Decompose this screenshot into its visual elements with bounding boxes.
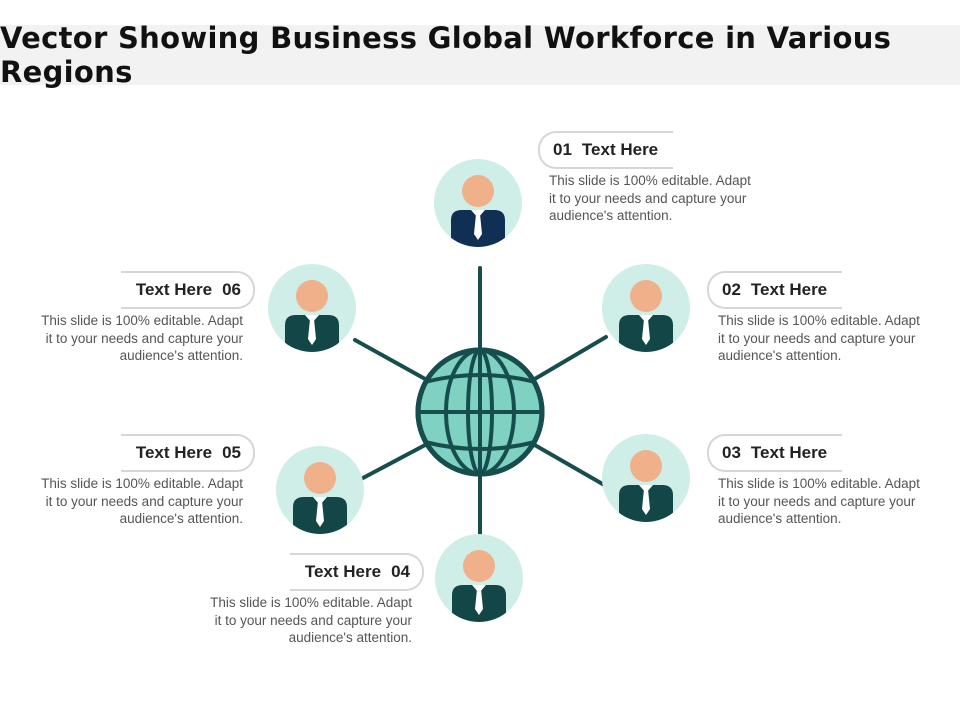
item-04-label: Text Here 04: [290, 553, 424, 591]
connector-05: [361, 442, 429, 480]
item-04-title: Text Here: [304, 562, 382, 581]
item-03-description: This slide is 100% editable. Adapt it to…: [718, 476, 920, 526]
item-05-title: Text Here: [135, 443, 213, 462]
avatar-05: [276, 446, 364, 534]
item-06-title: Text Here: [135, 280, 213, 299]
connector-02: [531, 335, 608, 382]
item-02-title: Text Here: [750, 280, 828, 299]
globe-icon: [415, 347, 545, 477]
connectors: [353, 266, 608, 539]
item-04-description: This slide is 100% editable. Adapt it to…: [210, 595, 412, 645]
item-02-label: 02 Text Here: [707, 271, 842, 309]
item-01-number: 01: [553, 140, 572, 159]
page-title: Vector Showing Business Global Workforce…: [0, 21, 892, 89]
avatar-06: [268, 264, 356, 352]
item-05-number: 05: [222, 443, 241, 462]
item-02-number: 02: [722, 280, 741, 299]
item-03-title: Text Here: [750, 443, 828, 462]
item-01-label: 01 Text Here: [538, 131, 673, 169]
item-05-label: Text Here 05: [121, 434, 255, 472]
item-03-number: 03: [722, 443, 741, 462]
item-01-title: Text Here: [581, 140, 659, 159]
item-06-description: This slide is 100% editable. Adapt it to…: [41, 313, 243, 363]
avatar-03: [602, 434, 690, 522]
item-06-label: Text Here 06: [121, 271, 255, 309]
item-02-description: This slide is 100% editable. Adapt it to…: [718, 313, 920, 363]
item-01-description: This slide is 100% editable. Adapt it to…: [549, 173, 751, 223]
avatar-01: [434, 159, 522, 247]
item-06-number: 06: [222, 280, 241, 299]
title-bar: Vector Showing Business Global Workforce…: [0, 21, 960, 89]
avatar-02: [602, 264, 690, 352]
item-03-label: 03 Text Here: [707, 434, 842, 472]
avatar-04: [435, 534, 523, 622]
item-04-number: 04: [391, 562, 410, 581]
connector-06: [353, 338, 429, 382]
item-05-description: This slide is 100% editable. Adapt it to…: [41, 476, 243, 526]
connector-03: [531, 442, 608, 488]
